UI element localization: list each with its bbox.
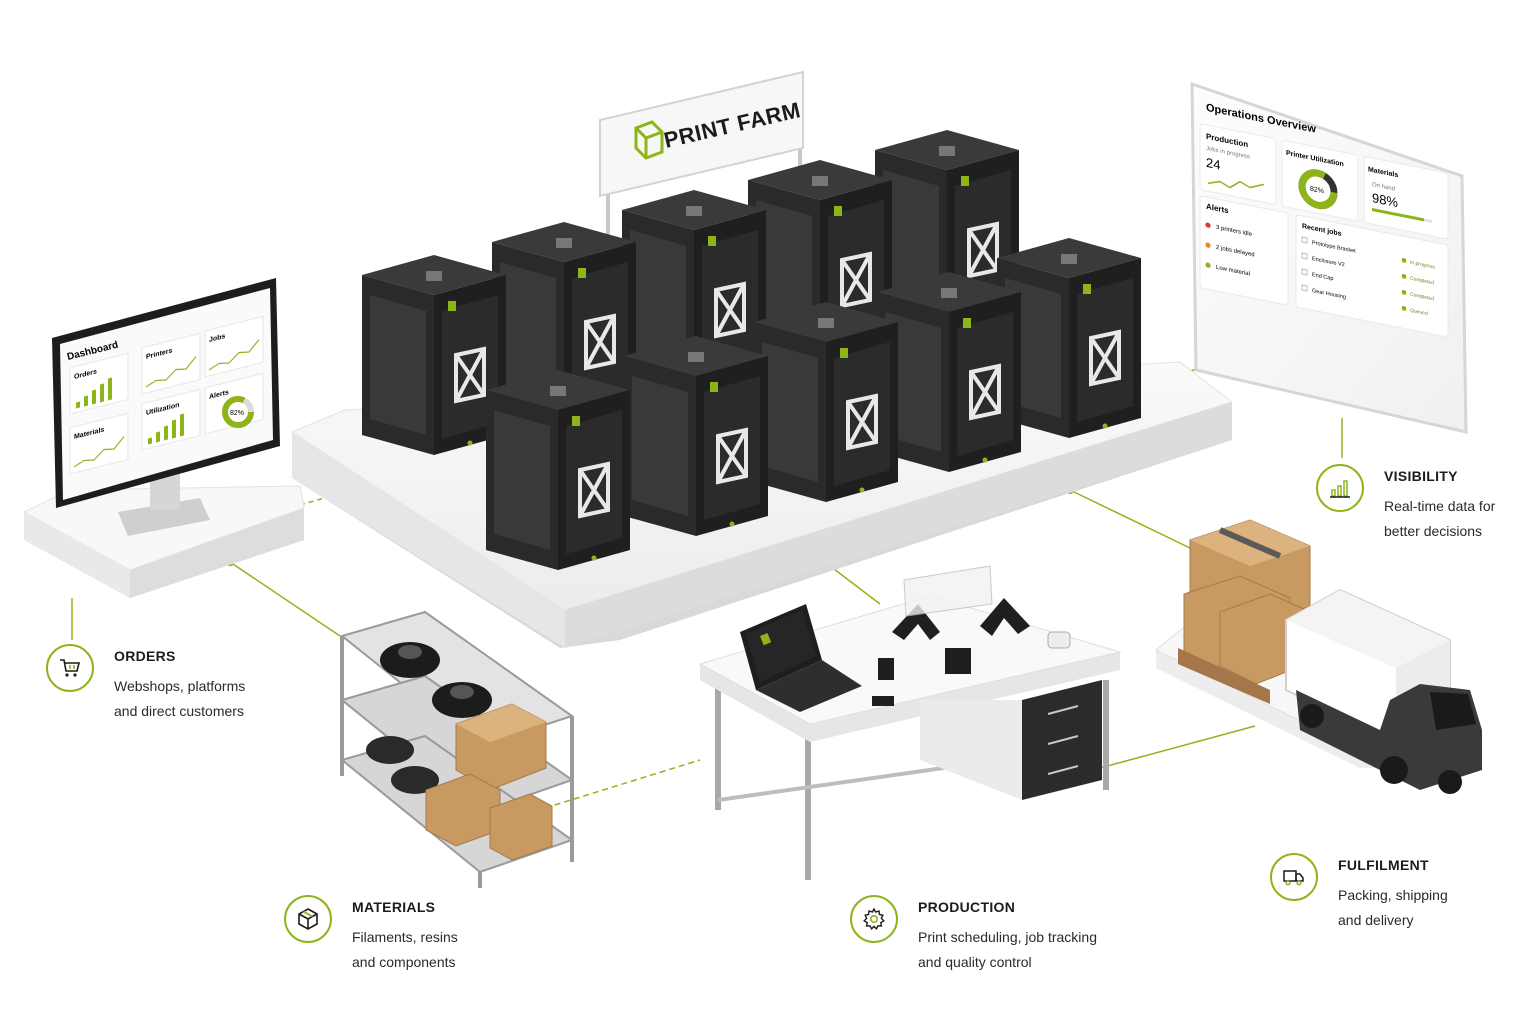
materials-description: Filaments, resins and components [352, 925, 552, 975]
printer-unit [362, 255, 506, 455]
monitor-card: Materials [69, 412, 129, 475]
job-status: In progress [1410, 260, 1435, 271]
materials-title: MATERIALS [352, 899, 436, 915]
bar-chart-icon [1316, 464, 1364, 512]
monitor-card: Jobs [204, 315, 264, 378]
materials-desc-line2: and components [352, 954, 456, 970]
orders-desc-line1: Webshops, platforms [114, 678, 246, 694]
production-workbench [698, 565, 1122, 880]
materials-shelf [339, 610, 575, 888]
printed-tower [846, 393, 878, 451]
fulfilment-description: Packing, shipping and delivery [1338, 883, 1508, 933]
job-name: End Cap [1312, 272, 1333, 282]
job-status: Completed [1410, 276, 1434, 287]
printed-tower [1089, 329, 1121, 387]
job-status-dot [1401, 289, 1407, 295]
monitor-dashboard-cards: OrdersPrintersJobsUtilizationAlertsMater… [69, 315, 264, 475]
printed-tower [714, 281, 746, 339]
monitor-donut-label: 82% [230, 410, 244, 417]
alert-dot [1205, 242, 1211, 248]
truck-icon [1270, 853, 1318, 901]
desktop-monitor: Dashboard OrdersPrintersJobsUtilizationA… [22, 278, 305, 598]
delivery-truck [1285, 588, 1482, 794]
production-title: PRODUCTION [918, 899, 1016, 915]
monitor-card: Utilization [141, 388, 201, 451]
printed-tower [454, 346, 486, 404]
ops-materials-sub: On hand [1372, 182, 1395, 193]
printed-tower [584, 313, 616, 371]
alert-dot [1205, 262, 1211, 268]
monitor-card-label: Jobs [209, 332, 225, 344]
cube-logo-icon [634, 120, 664, 160]
monitor-card: Orders [69, 352, 129, 415]
printer-grid [362, 130, 1141, 570]
production-description: Print scheduling, job tracking and quali… [918, 925, 1158, 975]
visibility-desc-line2: better decisions [1384, 523, 1483, 539]
fulfilment-title: FULFILMENT [1338, 857, 1429, 873]
printer-unit [877, 272, 1021, 472]
job-status-dot [1401, 305, 1407, 311]
printer-unit [624, 336, 768, 536]
production-desc-line2: and quality control [918, 954, 1032, 970]
job-status-dot [1401, 257, 1407, 263]
job-status-dot [1401, 273, 1407, 279]
orders-desc-line2: and direct customers [114, 703, 244, 719]
ops-materials-value: 98% [1372, 190, 1398, 210]
job-status: Completed [1410, 292, 1434, 303]
materials-desc-line1: Filaments, resins [352, 929, 458, 945]
production-desc-line1: Print scheduling, job tracking [918, 929, 1097, 945]
job-status: Queued [1410, 308, 1428, 318]
visibility-desc-line1: Real-time data for [1384, 498, 1496, 514]
printed-tower [578, 461, 610, 519]
fulfilment-area [1155, 519, 1482, 794]
pallet-boxes [1178, 519, 1311, 704]
orders-title: ORDERS [114, 648, 176, 664]
ops-utilization-value: 82% [1310, 186, 1325, 196]
shelf-boxes [425, 703, 553, 861]
printed-tower [840, 251, 872, 309]
fulfilment-desc-line2: and delivery [1338, 912, 1414, 928]
printed-tower [716, 427, 748, 485]
visibility-title: VISIBILITY [1384, 468, 1458, 484]
gear-icon [850, 895, 898, 943]
filament-spools [366, 642, 492, 794]
visibility-description: Real-time data for better decisions [1384, 494, 1536, 544]
alert-dot [1205, 222, 1211, 228]
cart-icon [46, 644, 94, 692]
printed-tower [969, 363, 1001, 421]
ops-production-value: 24 [1206, 155, 1220, 173]
monitor-card: Printers [141, 332, 201, 395]
operations-panel: Operations Overview Production Jobs in p… [1190, 81, 1468, 434]
fulfilment-desc-line1: Packing, shipping [1338, 887, 1448, 903]
printer-unit [486, 370, 630, 570]
printer-unit [754, 302, 898, 502]
monitor-alerts-donut: 82% [222, 396, 254, 428]
orders-description: Webshops, platforms and direct customers [114, 674, 314, 724]
laptop [740, 604, 862, 712]
printed-parts [872, 598, 1030, 706]
box-icon [284, 895, 332, 943]
